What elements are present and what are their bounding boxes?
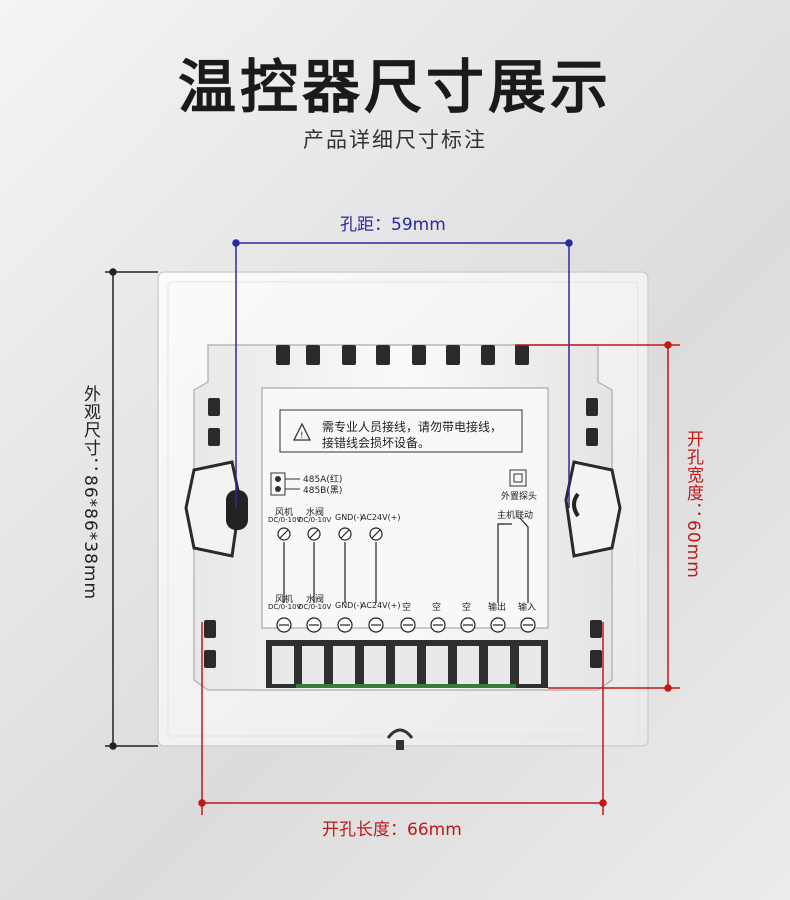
bottom-terminal-label: 空	[402, 603, 412, 613]
warning-text-line2: 接错线会损坏设备。	[322, 436, 431, 450]
bottom-terminal-label: 输出	[488, 603, 507, 613]
top-terminal-label: 风机	[275, 508, 294, 518]
side-clips	[204, 398, 602, 668]
bottom-terminal-label: DC/0-10V	[268, 603, 302, 611]
hole-spacing-label: 孔距：59mm	[340, 215, 446, 235]
rs485b-label: 485B(黑)	[303, 486, 343, 496]
hole-spacing-dimension	[232, 239, 573, 508]
outer-size-dimension	[105, 268, 158, 750]
svg-text:!: !	[300, 431, 304, 441]
top-vents	[276, 345, 529, 365]
page-subtitle: 产品详细尺寸标注	[303, 128, 487, 152]
warning-icon	[292, 422, 312, 441]
rs485a-label: 485A(红)	[303, 475, 343, 485]
bottom-terminal-label: 输入	[518, 603, 537, 613]
bottom-terminal-label: GND(-)	[335, 601, 363, 610]
external-probe-label: 外置探头	[501, 492, 538, 502]
bottom-terminal-label: 空	[432, 603, 442, 613]
top-terminal-screws	[277, 527, 383, 603]
page-title: 温控器尺寸展示	[177, 53, 612, 121]
bottom-terminal-label: 风机	[275, 595, 294, 605]
top-terminal-label: DC/0-10V	[298, 516, 332, 524]
outer-size-label: 外观尺寸：86*86*38mm	[80, 385, 100, 601]
bottom-terminal-label: 空	[462, 603, 472, 613]
bottom-terminal-screws	[276, 617, 536, 633]
wiring-label-panel	[261, 387, 549, 629]
warning-text-line1: 需专业人员接线，请勿带电接线，	[322, 420, 503, 434]
bottom-terminal-label: AC24V(+)	[361, 601, 401, 610]
top-terminal-label: DC/0-10V	[268, 516, 302, 524]
cutout-length-dimension	[198, 622, 607, 815]
cutout-length-label: 开孔长度：66mm	[322, 820, 462, 840]
external-probe-icon	[509, 469, 527, 487]
top-terminal-label: GND(-)	[335, 513, 363, 522]
cutout-width-label: 开孔宽度：60mm	[683, 430, 703, 579]
top-terminal-label: AC24V(+)	[361, 513, 401, 522]
bottom-terminal-label: DC/0-10V	[298, 603, 332, 611]
linkage-label: 主机联动	[497, 511, 534, 521]
cutout-width-dimension	[515, 341, 680, 692]
bottom-terminal-label: 水阀	[306, 595, 325, 605]
top-terminal-label: 水阀	[306, 508, 325, 518]
